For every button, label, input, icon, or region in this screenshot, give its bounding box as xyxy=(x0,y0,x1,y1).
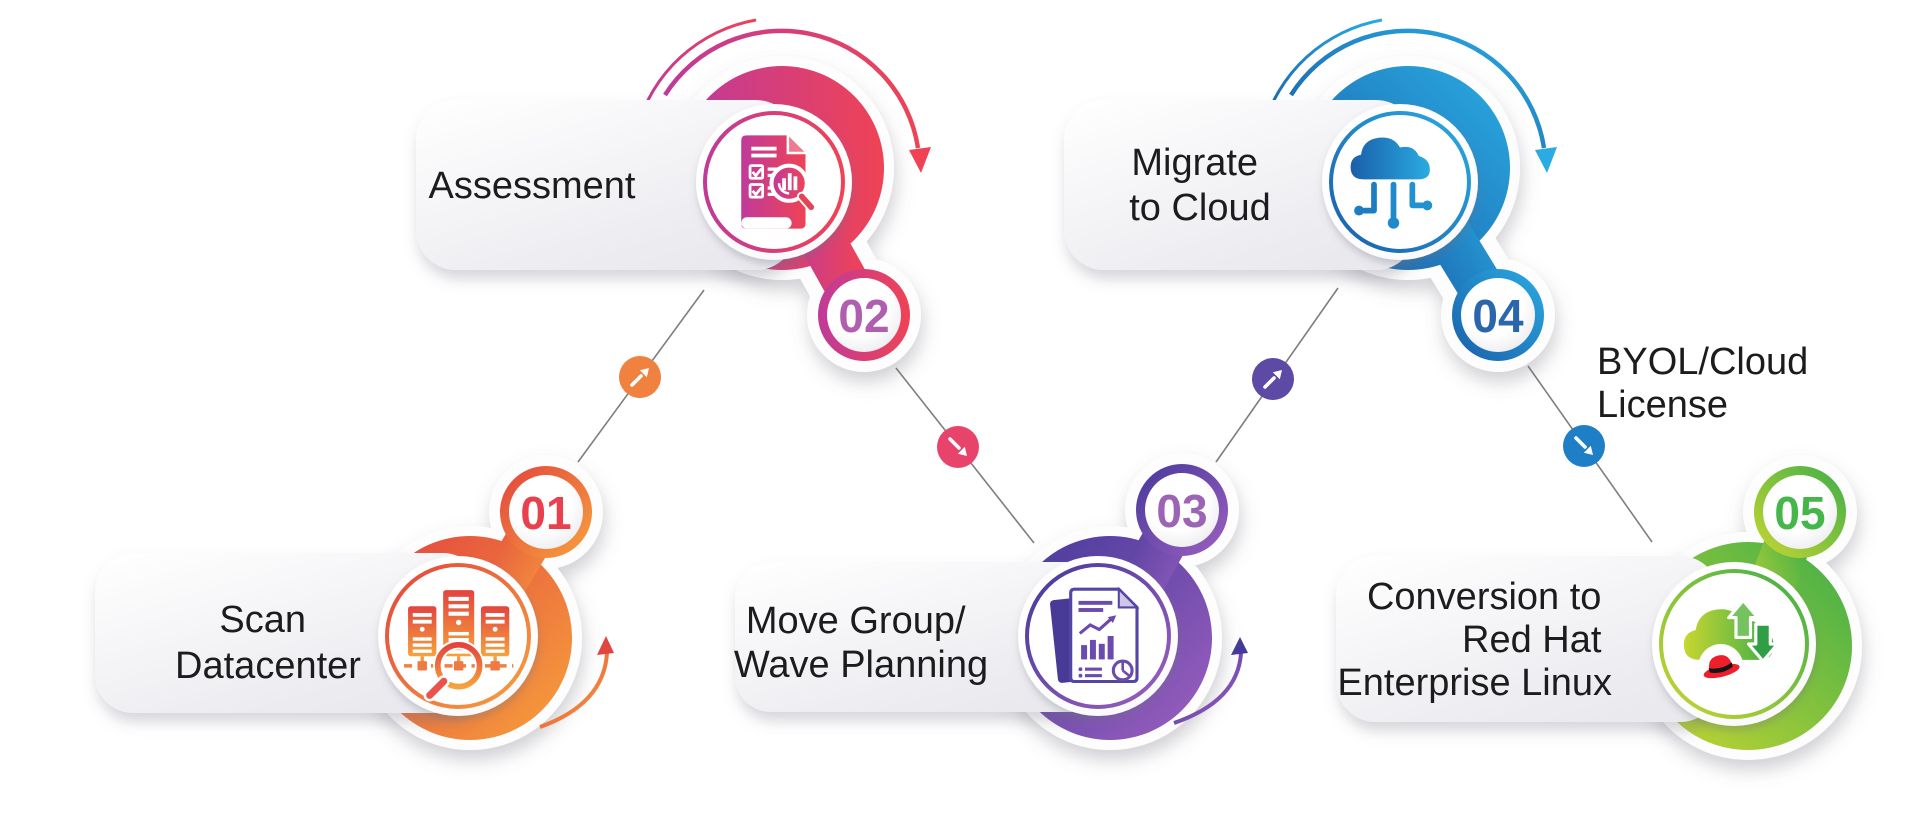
step-01-label-pill xyxy=(95,553,481,713)
step-05-number: 05 xyxy=(1774,487,1825,539)
step-01-number-badge xyxy=(509,475,583,549)
step-05-label: Conversion to Red Hat Enterprise Linux xyxy=(1337,576,1612,704)
step-02-label: Assessment xyxy=(429,165,636,207)
step-01-number: 01 xyxy=(520,487,571,539)
step-04-number: 04 xyxy=(1472,290,1524,342)
step-02-number: 02 xyxy=(838,290,889,342)
step-03: Move Group/ Wave Planning 03 xyxy=(734,453,1248,750)
step-05: Conversion to Red Hat Enterprise Linux 0… xyxy=(1336,455,1862,760)
step-03-number: 03 xyxy=(1156,485,1207,537)
step-02-number-badge xyxy=(827,278,901,352)
step-05-number-badge xyxy=(1763,475,1837,549)
connector-dot-02-03 xyxy=(937,426,979,468)
connector-dot-01-02 xyxy=(619,356,661,398)
step-04-icon-ring xyxy=(1329,111,1471,253)
connector-dot-04-05 xyxy=(1563,425,1605,467)
step-03-number-badge xyxy=(1145,473,1219,547)
redhat-cloud-transfer-icon xyxy=(1683,598,1780,689)
step-01-curve-arrow xyxy=(539,636,614,729)
red-hat-fedora-icon xyxy=(1703,655,1740,679)
step-01-label: Scan Datacenter xyxy=(175,599,361,687)
step-02-label-pill xyxy=(416,100,796,270)
step-04-label-pill xyxy=(1064,100,1416,270)
step-03-label: Move Group/ Wave Planning xyxy=(734,600,988,686)
assessment-checklist-magnifier-icon xyxy=(741,135,816,229)
step-04-number-badge xyxy=(1461,278,1535,352)
report-charts-icon xyxy=(1050,586,1140,684)
step-02: Assessment 02 xyxy=(416,18,931,372)
byol-cloud-license-label: BYOL/Cloud License xyxy=(1597,341,1819,426)
server-rack-scan-icon xyxy=(404,590,514,702)
step-05-label-pill xyxy=(1336,556,1720,722)
step-01: Scan Datacenter xyxy=(95,455,614,750)
cloud-network-icon xyxy=(1350,137,1433,229)
step-03-curve-arrow xyxy=(1173,637,1248,725)
step-04: Migrate to Cloud 04 xyxy=(1064,18,1557,372)
connector-dot-03-04 xyxy=(1252,358,1294,400)
step-03-label-pill xyxy=(735,562,1107,712)
step-04-label: Migrate to Cloud xyxy=(1129,142,1271,229)
